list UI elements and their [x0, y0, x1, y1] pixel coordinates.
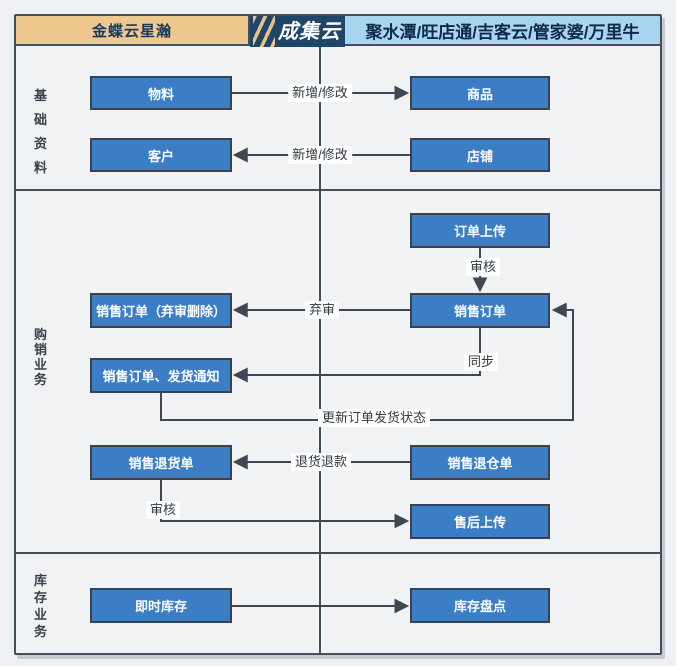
logo-stripes-icon — [253, 16, 275, 47]
node-material: 物料 — [90, 76, 232, 110]
header-divider — [248, 16, 250, 44]
edge-label-audit-1: 审核 — [465, 258, 501, 276]
node-product: 商品 — [410, 76, 550, 110]
edge-label-audit-2: 审核 — [145, 501, 181, 519]
section-label-inventory: 库存业务 — [33, 573, 47, 639]
logo-text: 成集云 — [278, 20, 341, 43]
center-vertical-divider — [319, 47, 321, 653]
node-inventory-count: 库存盘点 — [410, 588, 550, 623]
edge-label-add-modify-2: 新增/修改 — [288, 146, 352, 164]
node-sales-order: 销售订单 — [410, 293, 550, 328]
edge-label-sync: 同步 — [463, 353, 499, 371]
node-sales-order-discard: 销售订单（弃审删除） — [90, 293, 232, 328]
header-left-system-label: 金蝶云星瀚 — [91, 22, 172, 40]
node-sales-order-delivery-notice: 销售订单、发货通知 — [90, 358, 232, 393]
header-platforms-label: 聚水潭/旺店通/吉客云/管家婆/万里牛 — [365, 22, 640, 42]
node-shop: 店铺 — [410, 138, 550, 172]
node-sales-return-warehouse: 销售退仓单 — [410, 445, 550, 480]
edge-delivery-status-to-salesorder — [160, 302, 574, 421]
diagram-frame — [14, 14, 662, 655]
edge-label-add-modify-1: 新增/修改 — [288, 84, 352, 102]
edge-returnorder-audit-to-aftersale — [160, 480, 410, 529]
node-customer: 客户 — [90, 138, 232, 172]
header-left-system: 金蝶云星瀚 — [16, 16, 248, 44]
node-sales-return-order: 销售退货单 — [90, 445, 232, 480]
section-divider-2 — [16, 552, 660, 554]
edge-label-update-delivery-status: 更新订单发货状态 — [317, 409, 431, 427]
header-platforms: 聚水潭/旺店通/吉客云/管家婆/万里牛 — [345, 16, 660, 44]
section-label-purchase-sales: 购销业务 — [33, 327, 47, 387]
chengjiyun-logo: 成集云 — [250, 16, 345, 47]
edge-label-return-refund: 退货退款 — [290, 453, 352, 471]
node-order-upload: 订单上传 — [410, 213, 550, 248]
node-aftersale-upload: 售后上传 — [410, 504, 550, 539]
section-label-basic-data: 基础资料 — [33, 88, 47, 175]
edge-label-discard-audit: 弃审 — [304, 301, 340, 319]
section-divider-1 — [16, 189, 660, 191]
edge-salesorder-sync-to-delivery — [232, 328, 481, 383]
node-realtime-inventory: 即时库存 — [90, 588, 232, 623]
